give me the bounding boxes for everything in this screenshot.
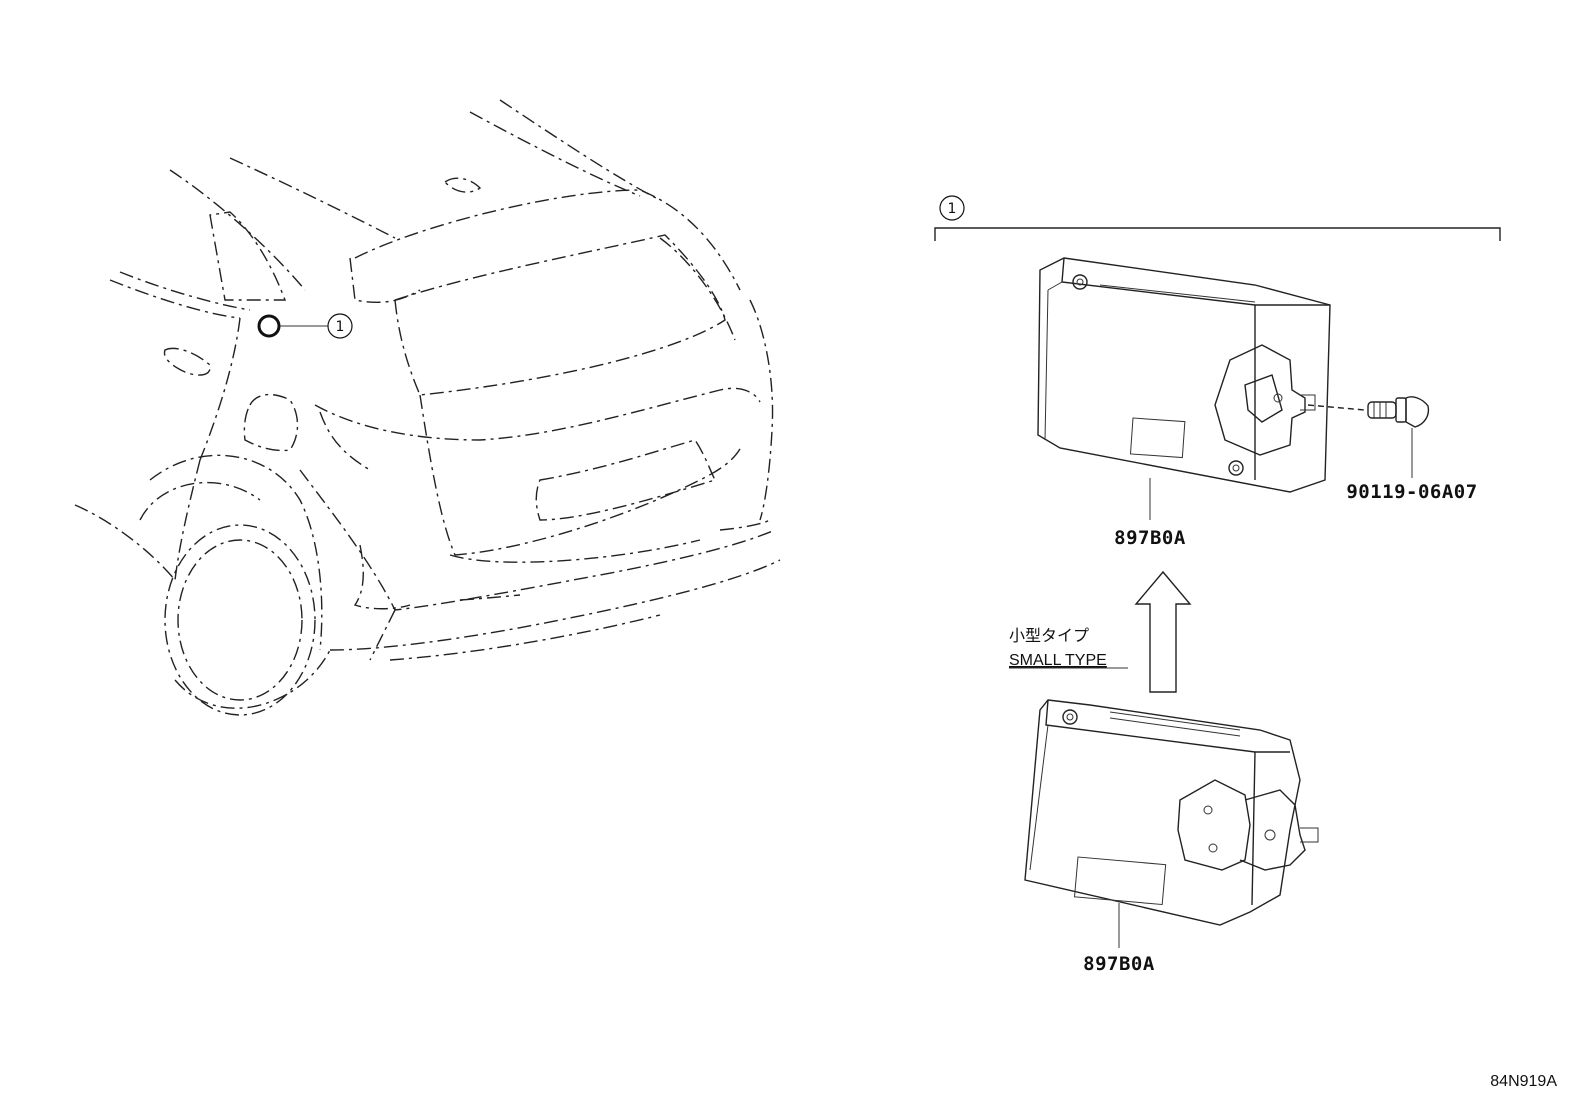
callout-ref-group: 1 [948, 201, 957, 217]
callout-ref-car: 1 [336, 319, 345, 335]
bolt-90119 [1367, 396, 1430, 428]
upgrade-arrow [1134, 570, 1192, 693]
note-japanese: 小型タイプ [1009, 626, 1089, 645]
control-module-small [1024, 699, 1319, 926]
note-small-type: SMALL TYPE [1009, 652, 1107, 669]
callout-circle [939, 195, 965, 221]
control-module-large [1037, 257, 1331, 493]
diagram-code: 84N919A [1490, 1073, 1557, 1090]
bolt-axis-line [1307, 404, 1366, 411]
group-bracket [934, 227, 1501, 241]
part-number-module-large: 897B0A [1114, 527, 1186, 549]
module-location-marker [257, 314, 281, 338]
vehicle-rear-outline [74, 99, 781, 716]
part-number-bolt: 90119-06A07 [1346, 481, 1477, 503]
callout-circle [327, 313, 353, 339]
part-number-module-small: 897B0A [1083, 953, 1155, 975]
